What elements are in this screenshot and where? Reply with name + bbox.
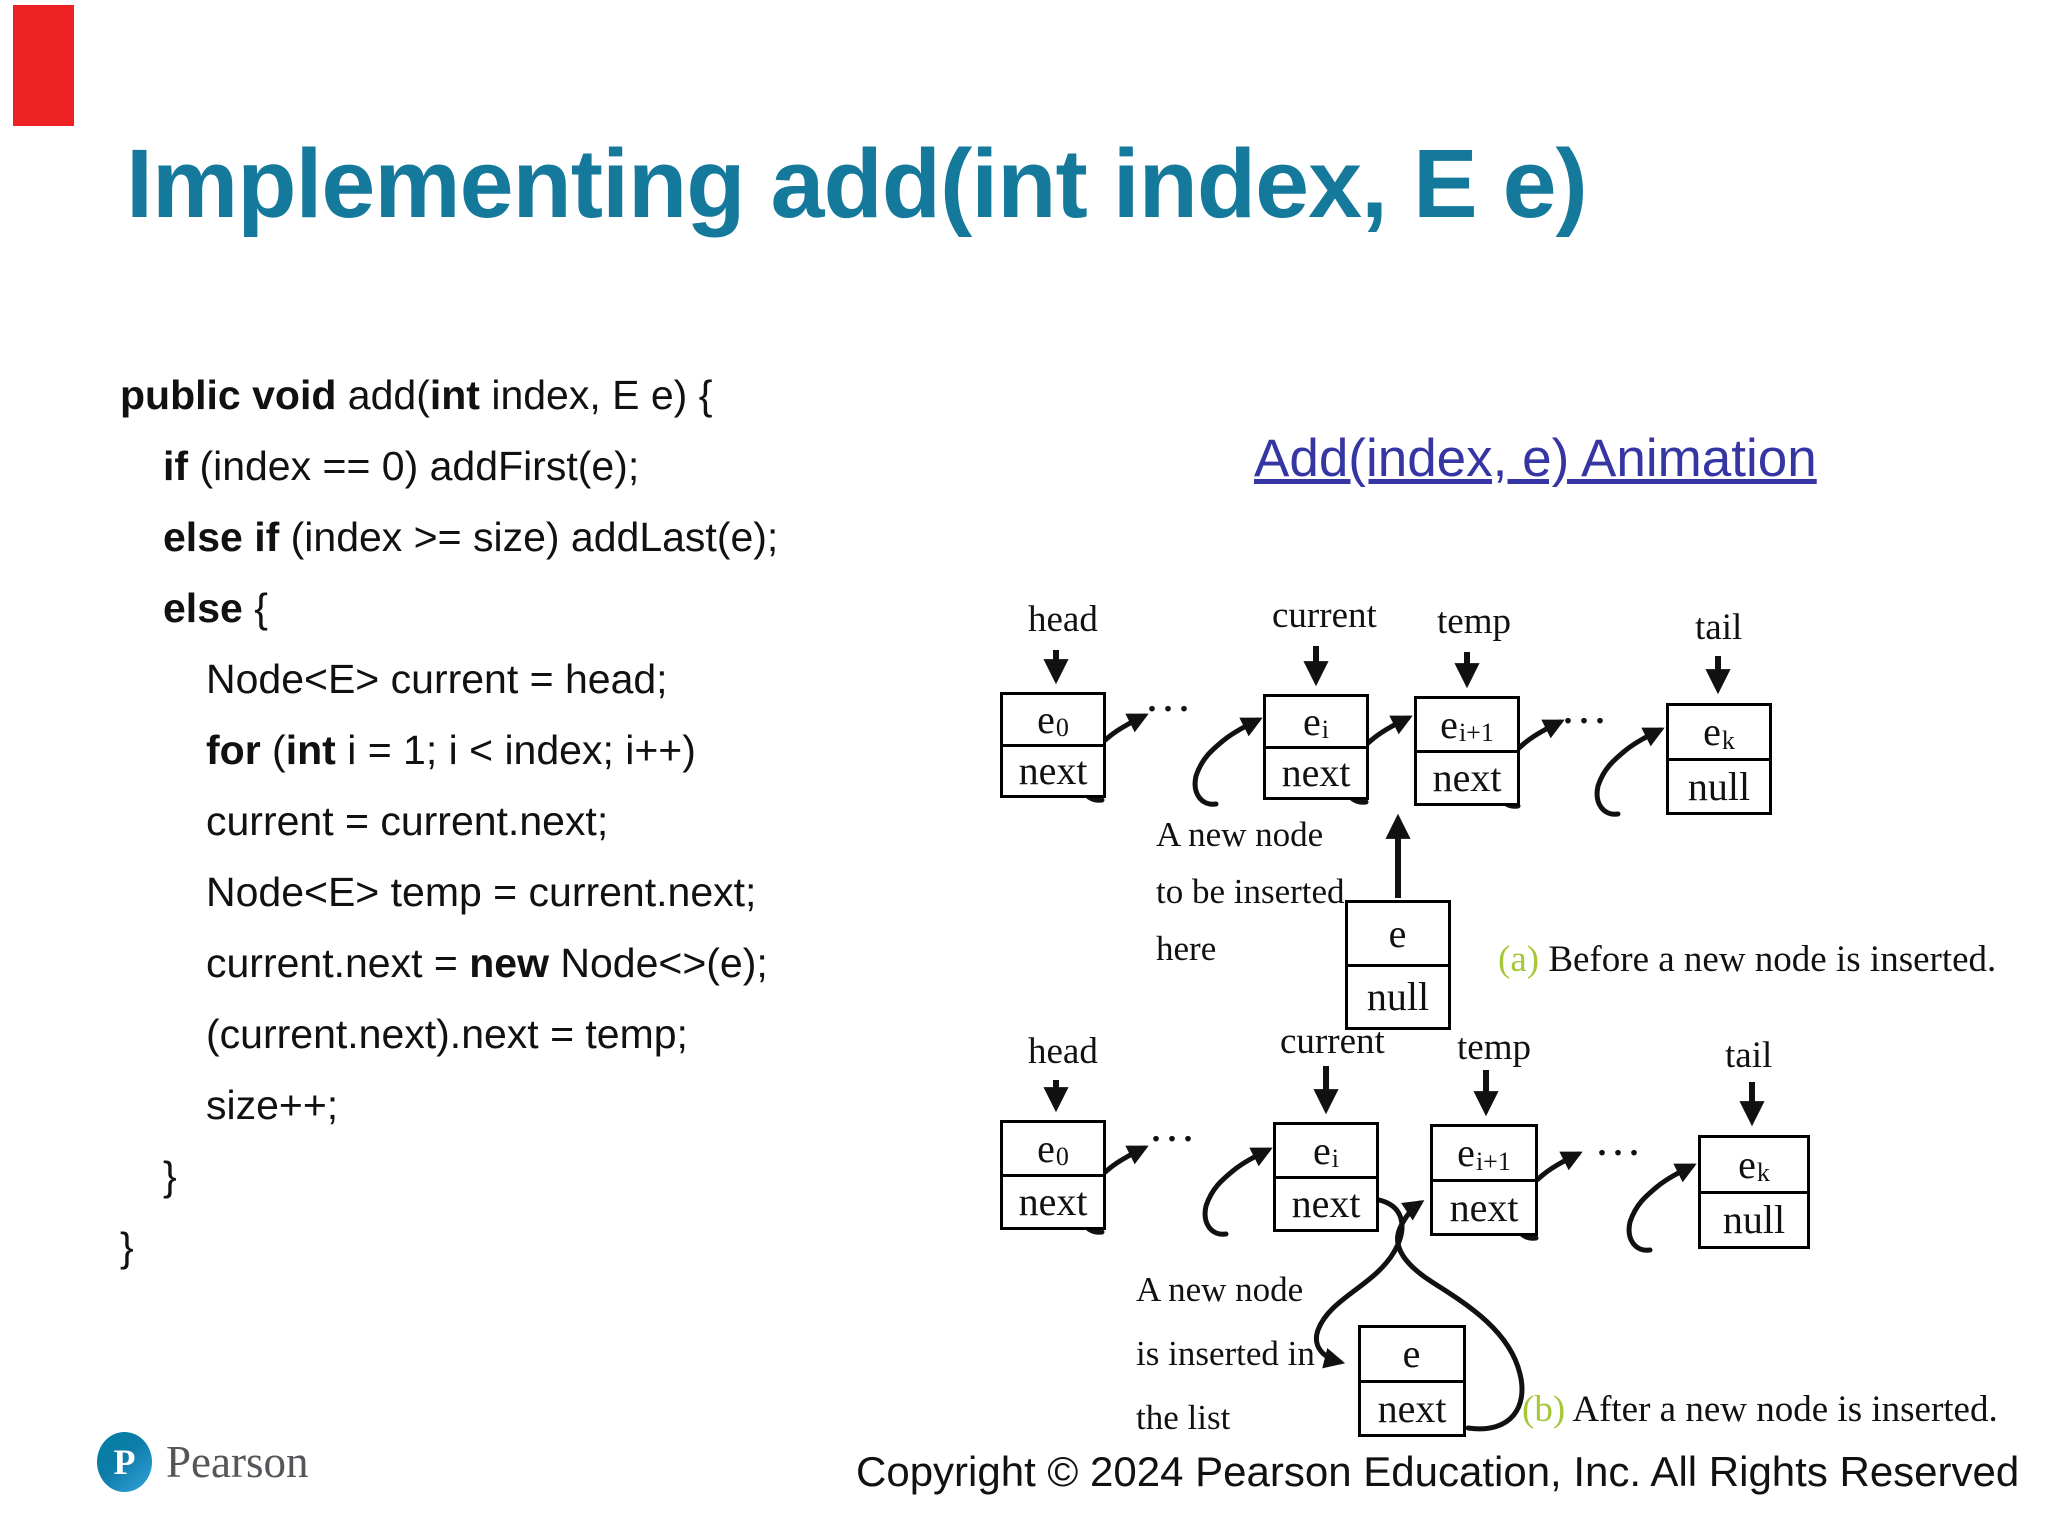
code-line: Node<E> temp = current.next; — [206, 869, 757, 915]
node-next-cell: next — [1433, 1178, 1535, 1234]
ellipsis-2-b: ... — [1596, 1113, 1644, 1166]
code-line: size++; — [206, 1082, 339, 1128]
ellipsis-2-a: ... — [1562, 681, 1610, 734]
node-next-cell: next — [1276, 1175, 1376, 1230]
node-null-cell: null — [1348, 963, 1448, 1028]
node-next-cell: next — [1417, 749, 1517, 804]
link-into-ei-b — [1202, 1147, 1273, 1237]
copyright-text: Copyright © 2024 Pearson Education, Inc.… — [856, 1448, 2020, 1495]
node-new-b: e next — [1358, 1325, 1466, 1437]
node-null-cell: null — [1701, 1190, 1807, 1247]
code-line: (current.next).next = temp; — [206, 1011, 688, 1057]
node-next-cell: next — [1361, 1379, 1463, 1435]
pointer-label-current-a: current — [1272, 595, 1377, 636]
node-value-cell: e — [1388, 910, 1407, 956]
link-into-ei-a — [1192, 717, 1263, 807]
code-line: current.next = new Node<>(e); — [206, 940, 768, 986]
pointer-label-temp-a: temp — [1437, 601, 1511, 642]
code-line: current = current.next; — [206, 798, 609, 844]
note-a: A new node to be inserted here — [1156, 815, 1345, 968]
node-null-cell: null — [1669, 757, 1769, 813]
pointer-label-head-b: head — [1028, 1031, 1098, 1072]
code-line: else { — [163, 585, 268, 631]
code-line: } — [120, 1224, 134, 1270]
pointer-label-tail-b: tail — [1725, 1035, 1773, 1076]
link-into-ek-a — [1594, 727, 1665, 817]
link-into-ek-b — [1626, 1163, 1697, 1253]
caption-a: (a) Before a new node is inserted. — [1498, 938, 1996, 981]
animation-link[interactable]: Add(index, e) Animation — [1254, 429, 1817, 488]
pearson-logo-letter: P — [113, 1442, 136, 1482]
code-line: public void add(int index, E e) { — [120, 372, 713, 418]
code-line: Node<E> current = head; — [206, 656, 668, 702]
code-line: if (index == 0) addFirst(e); — [163, 443, 640, 489]
code-line: for (int i = 1; i < index; i++) — [206, 727, 696, 773]
page-title: Implementing add(int index, E e) — [126, 129, 1588, 238]
caption-text-b: After a new node is inserted. — [1565, 1389, 1998, 1430]
accent-bar — [13, 5, 74, 126]
pointer-label-temp-b: temp — [1457, 1027, 1531, 1068]
node-next-cell: next — [1003, 1173, 1103, 1228]
caption-b: (b) After a new node is inserted. — [1522, 1388, 1998, 1431]
code-line: else if (index >= size) addLast(e); — [163, 514, 779, 560]
pearson-logo: P Pearson — [97, 1432, 308, 1492]
node-next-cell: next — [1003, 743, 1103, 796]
pointer-label-current-b: current — [1280, 1021, 1385, 1062]
ellipsis-1-a: ... — [1146, 669, 1194, 722]
code-line: } — [163, 1153, 177, 1199]
code-block: public void add(int index, E e) { if (ind… — [120, 360, 778, 1283]
note-b: A new node is inserted in the list — [1136, 1270, 1315, 1437]
ellipsis-1-b: ... — [1150, 1099, 1198, 1152]
caption-text-a: Before a new node is inserted. — [1539, 939, 1997, 980]
node-new-a: e null — [1345, 900, 1451, 1030]
pearson-wordmark: Pearson — [166, 1437, 309, 1487]
node-value-cell: e — [1402, 1331, 1421, 1377]
pointer-label-head-a: head — [1028, 599, 1098, 640]
pearson-logo-mark: P — [97, 1432, 152, 1492]
pointer-label-tail-a: tail — [1695, 607, 1743, 648]
node-next-cell: next — [1266, 745, 1366, 798]
caption-label-b: (b) — [1522, 1389, 1566, 1430]
caption-label-a: (a) — [1498, 939, 1540, 980]
